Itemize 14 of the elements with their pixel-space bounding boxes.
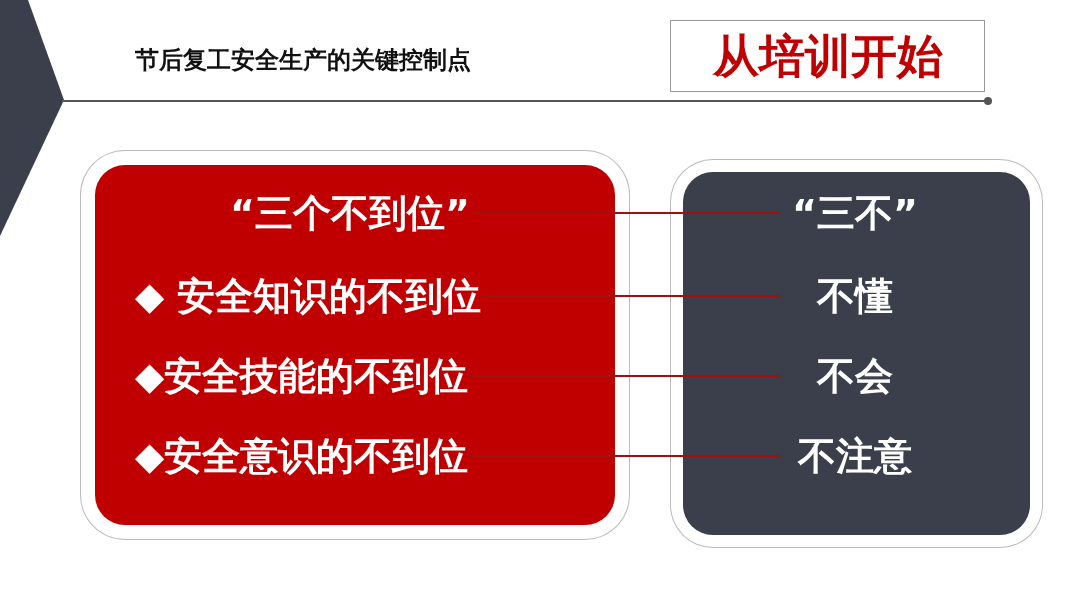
slide-title: 节后复工安全生产的关键控制点 [135,45,471,76]
connector-line [467,455,781,457]
panel-heading: “三不” [780,188,930,238]
list-item: ◆ 安全知识的不到位 [135,271,482,321]
connector-line [468,212,781,214]
list-item: ◆安全技能的不到位 [135,351,469,401]
connector-line [480,295,781,297]
list-item: 不注意 [780,431,930,481]
tagline-box: 从培训开始 [670,20,985,92]
panel-heading: “三个不到位” [230,188,470,238]
list-item: 不懂 [780,271,930,321]
connector-line [467,375,781,377]
list-item: ◆安全意识的不到位 [135,431,469,481]
list-item: 不会 [780,351,930,401]
